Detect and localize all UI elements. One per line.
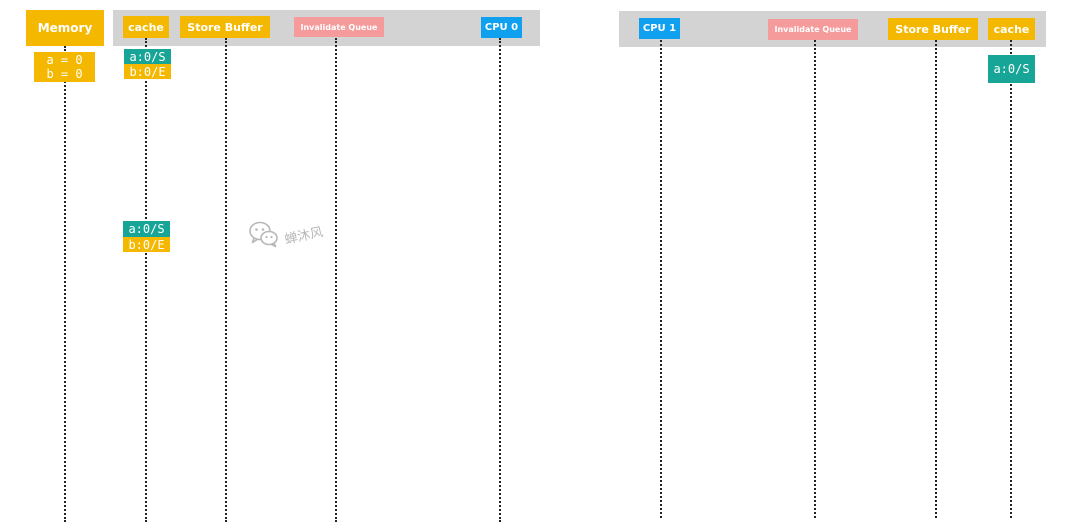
cpu0-cache-label: cache (123, 16, 169, 38)
cpu0-lifeline (499, 38, 501, 522)
cpu1-lifeline (660, 40, 662, 518)
cpu1-cache-label: cache (988, 18, 1035, 40)
cpu0-cache-entry-b-top: b:0/E (124, 64, 171, 79)
watermark-text: 蝉沐风 (283, 224, 325, 248)
memory-label: Memory (26, 10, 104, 46)
cpu1-invalidate-queue-label: Invalidate Queue (768, 19, 858, 40)
cpu1-cache-entry-a-top: a:0/S (988, 55, 1035, 83)
cpu0-store-buffer-lifeline (225, 38, 227, 522)
memory-value-a: a = 0 (46, 53, 83, 67)
watermark: 蝉沐风 (248, 218, 338, 250)
cpu0-store-buffer-label: Store Buffer (180, 16, 270, 38)
cpu0-cache-entry-a-top: a:0/S (124, 49, 171, 64)
cpu1-cache-lifeline (1010, 40, 1012, 518)
cpu0-cache-lifeline (145, 38, 147, 522)
cpu0-invalidate-queue-lifeline (335, 38, 337, 522)
cpu1-store-buffer-lifeline (935, 40, 937, 518)
cpu1-label: CPU 1 (639, 18, 680, 39)
cpu0-invalidate-queue-label: Invalidate Queue (294, 17, 384, 37)
memory-values: a = 0 b = 0 (34, 52, 95, 82)
memory-lifeline (64, 46, 66, 522)
memory-value-b: b = 0 (46, 67, 83, 81)
cpu0-cache-entry-b-mid: b:0/E (123, 237, 170, 252)
wechat-icon (249, 221, 278, 248)
cpu1-invalidate-queue-lifeline (814, 40, 816, 518)
cpu0-label: CPU 0 (481, 17, 522, 38)
cpu0-cache-entry-a-mid: a:0/S (123, 221, 170, 237)
cpu1-store-buffer-label: Store Buffer (888, 18, 978, 40)
